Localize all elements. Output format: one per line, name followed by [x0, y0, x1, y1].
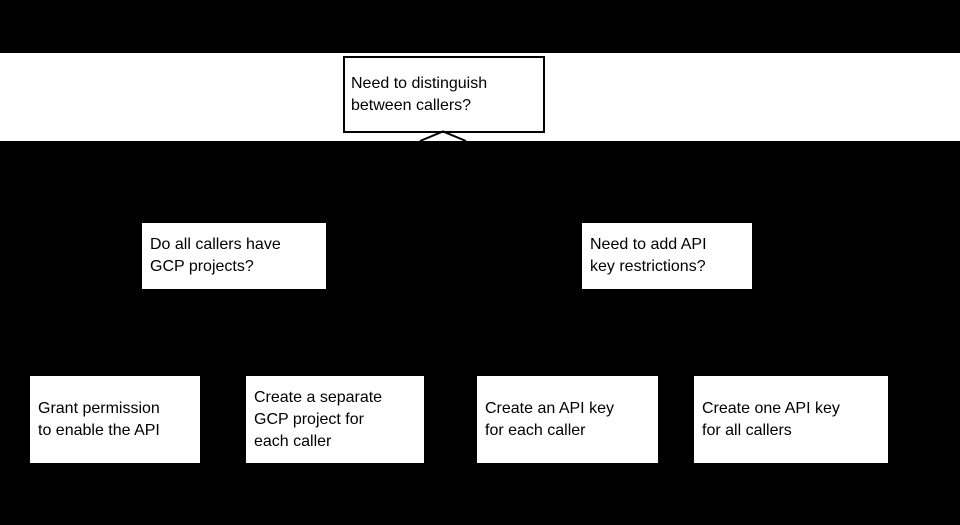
- action-node-api-key-all-callers: Create one API key for all callers: [694, 376, 888, 463]
- decision-node-label: Do all callers have GCP projects?: [150, 236, 281, 275]
- decision-node-distinguish-callers: Need to distinguish between callers?: [343, 56, 545, 133]
- decision-node-label: Need to add API key restrictions?: [590, 236, 707, 275]
- action-node-label: Create one API key for all callers: [702, 399, 840, 439]
- action-node-label: Create a separate GCP project for each c…: [254, 388, 383, 450]
- decision-node-gcp-projects: Do all callers have GCP projects?: [142, 223, 326, 289]
- action-node-separate-gcp-project: Create a separate GCP project for each c…: [246, 376, 424, 463]
- action-node-grant-permission: Grant permission to enable the API: [30, 376, 200, 463]
- action-node-label: Create an API key for each caller: [485, 399, 614, 439]
- action-node-api-key-each-caller: Create an API key for each caller: [477, 376, 658, 463]
- branch-caret-icon: [419, 130, 467, 142]
- decision-node-label: Need to distinguish between callers?: [351, 74, 488, 114]
- action-node-label: Grant permission to enable the API: [38, 399, 160, 439]
- decision-node-api-key-restrictions: Need to add API key restrictions?: [582, 223, 752, 289]
